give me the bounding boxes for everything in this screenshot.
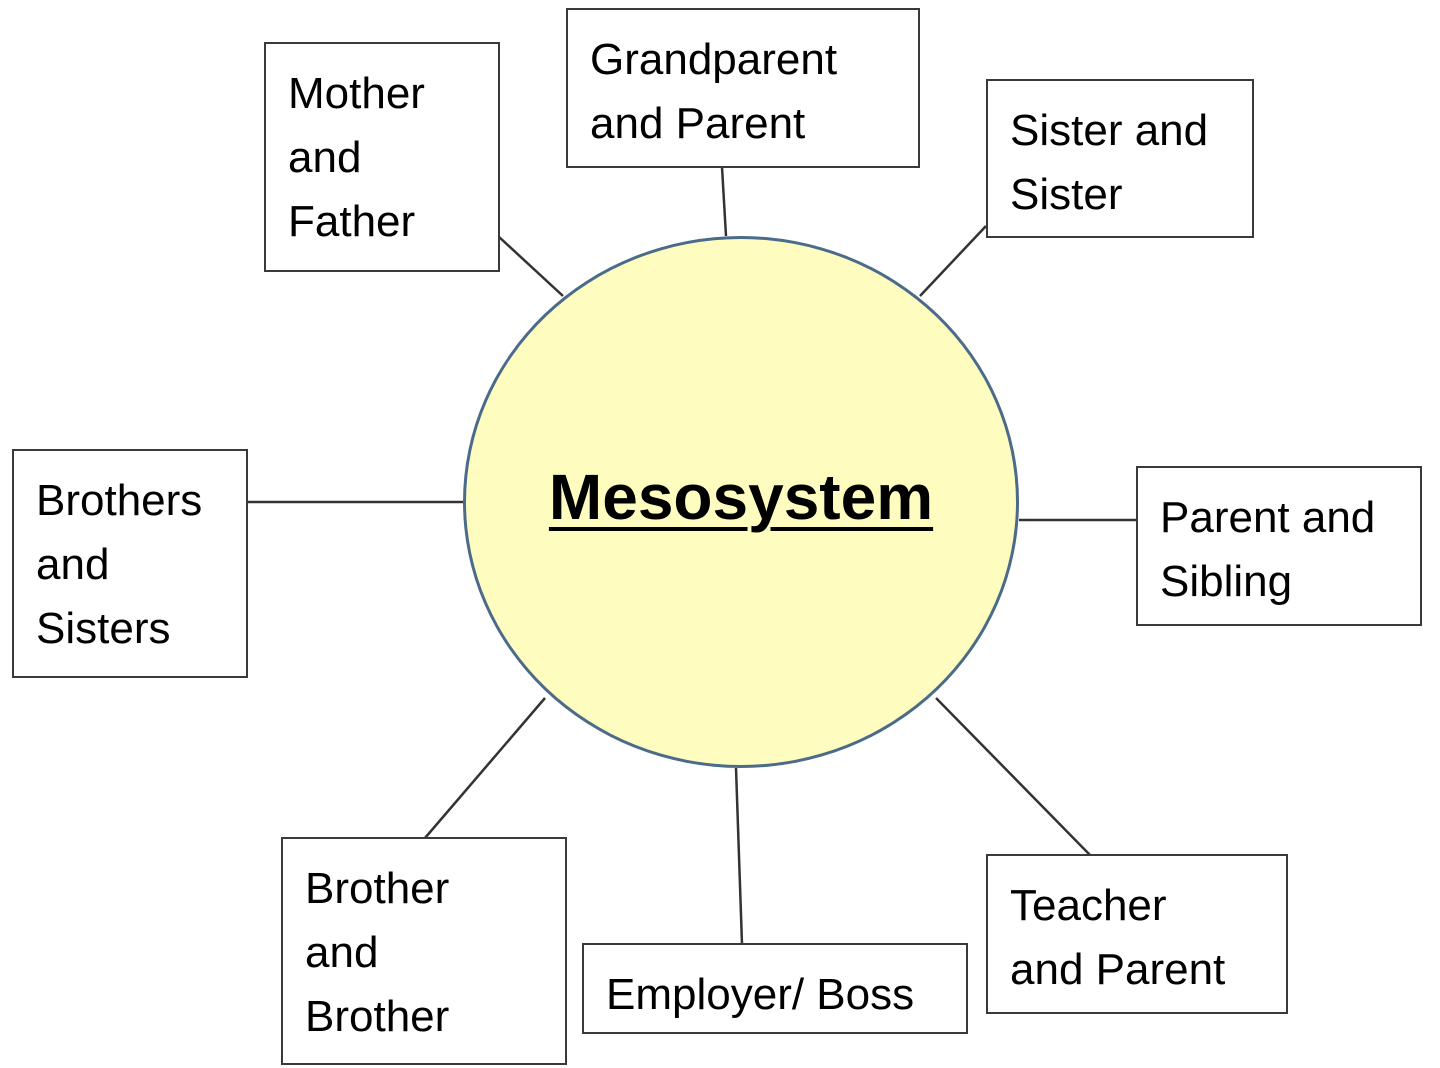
edge-teacher-parent [935,697,1091,856]
node-sister-sister: Sister and Sister [986,79,1254,238]
node-brothers-sisters: Brothers and Sisters [12,449,248,678]
node-brother-brother: Brother and Brother [281,837,567,1065]
node-parent-sibling: Parent and Sibling [1136,466,1422,626]
node-grandparent-parent: Grandparent and Parent [566,8,920,168]
mesosystem-label: Mesosystem [548,461,934,533]
edge-sister-sister [919,225,987,297]
mesosystem-circle [463,236,1019,768]
node-mother-father: Mother and Father [264,42,500,272]
edge-grandparent-parent [720,166,728,237]
edge-employer-boss [734,767,744,945]
edge-mother-father [497,235,564,297]
node-teacher-parent: Teacher and Parent [986,854,1288,1014]
edge-brother-brother [424,697,546,839]
node-employer-boss: Employer/ Boss [582,943,968,1034]
